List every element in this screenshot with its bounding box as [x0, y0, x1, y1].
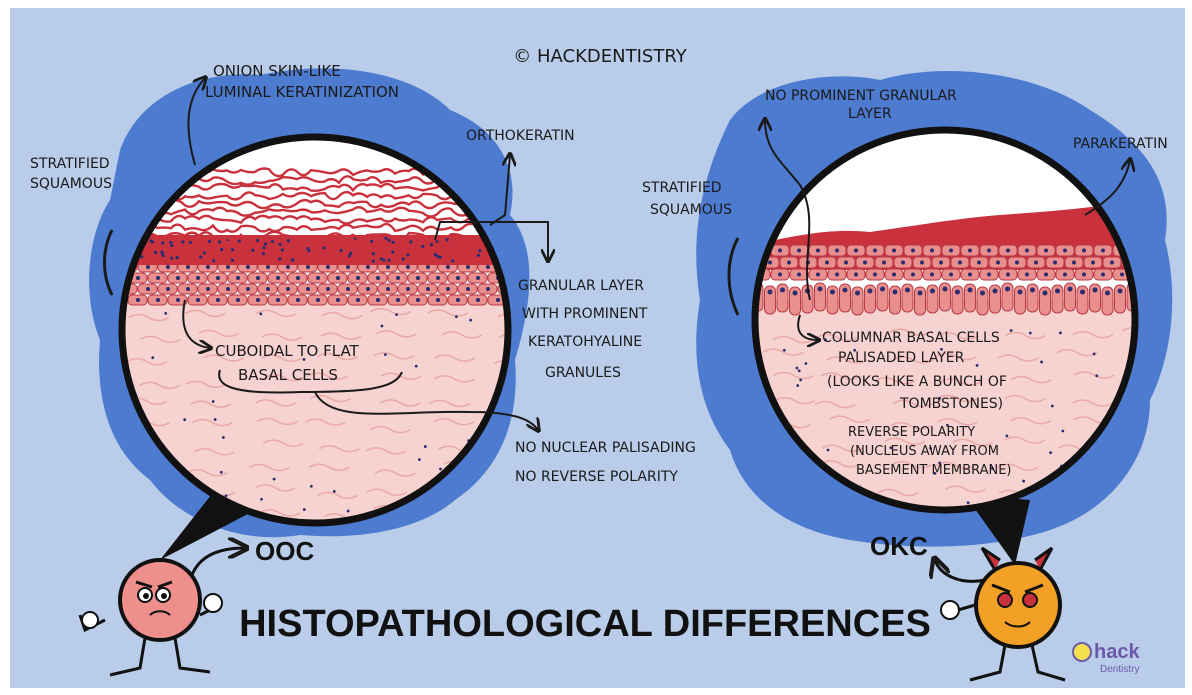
okc-columnar-label-3: (LOOKS LIKE A BUNCH OF	[827, 374, 1007, 390]
ooc-granular-label-4: GRANULES	[545, 365, 621, 381]
okc-columnar-label-4: TOMBSTONES)	[899, 396, 1003, 412]
okc-fist-icon	[941, 601, 959, 619]
copyright-text: © HACKDENTISTRY	[513, 46, 687, 67]
okc-name-label: OKC	[870, 531, 928, 561]
ooc-name-label: OOC	[255, 536, 314, 566]
lightbulb-icon	[1073, 643, 1091, 661]
okc-parakeratin-label: PARAKERATIN	[1073, 136, 1168, 152]
ooc-orthokeratin-label: ORTHOKERATIN	[466, 128, 575, 144]
okc-reverse-label-3: BASEMENT MEMBRANE)	[856, 463, 1011, 478]
okc-columnar-label-1: COLUMNAR BASAL CELLS	[822, 330, 1000, 346]
ooc-stratified-label-2: SQUAMOUS	[30, 176, 112, 192]
ooc-granular-label-3: KERATOHYALINE	[528, 334, 642, 350]
okc-reverse-label-2: (NUCLEUS AWAY FROM	[850, 444, 999, 459]
logo-text-hack: hack	[1094, 641, 1140, 663]
okc-nogranular-label-2: LAYER	[848, 106, 892, 122]
okc-columnar-label-2: PALISADED LAYER	[838, 350, 965, 366]
ooc-fist-icon	[204, 594, 222, 612]
ooc-granular-label-1: GRANULAR LAYER	[518, 278, 644, 294]
okc-nogranular-label-1: NO PROMINENT GRANULAR	[765, 88, 957, 104]
okc-character-body	[976, 563, 1060, 647]
ooc-basal-label-1: CUBOIDAL TO FLAT	[215, 342, 360, 360]
ooc-basal-label-2: BASAL CELLS	[238, 366, 338, 384]
logo-text-dentistry: Dentistry	[1100, 664, 1139, 675]
okc-stratified-label-1: STRATIFIED	[642, 180, 722, 196]
ooc-onion-label-2: LUMINAL KERATINIZATION	[205, 83, 399, 101]
page-title: HISTOPATHOLOGICAL DIFFERENCES	[239, 603, 931, 645]
okc-reverse-label-1: REVERSE POLARITY	[848, 425, 975, 440]
ooc-onion-label-1: ONION SKIN-LIKE	[213, 62, 341, 80]
ooc-stratified-label-1: STRATIFIED	[30, 156, 110, 172]
ooc-granular-label-2: WITH PROMINENT	[522, 306, 648, 322]
ooc-nopalisading-label-1: NO NUCLEAR PALISADING	[515, 440, 696, 456]
ooc-nopalisading-label-2: NO REVERSE POLARITY	[515, 469, 678, 485]
okc-stratified-label-2: SQUAMOUS	[650, 202, 732, 218]
